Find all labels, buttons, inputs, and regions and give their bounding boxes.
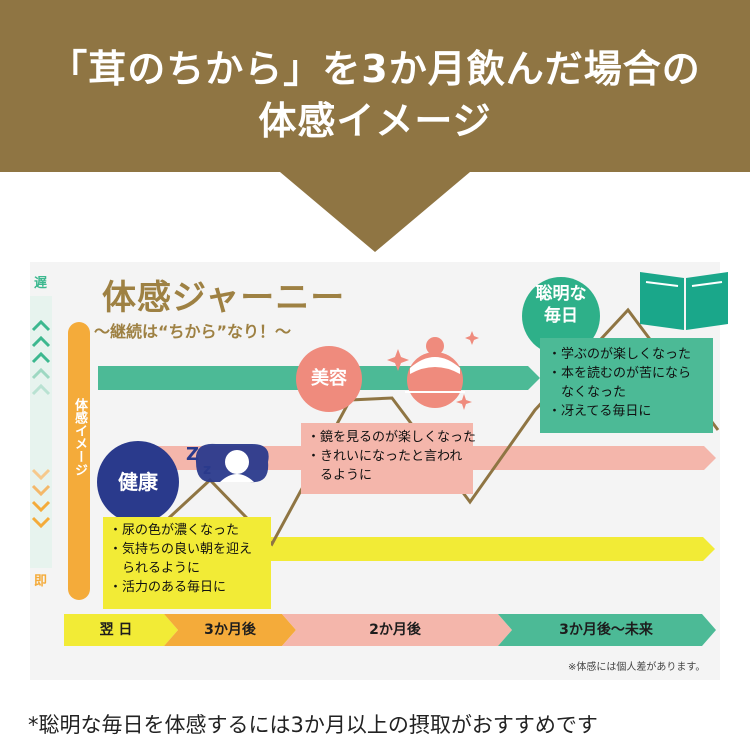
list-item: ・気持ちの良い朝を迎え (109, 542, 253, 557)
page-title-line2: 体感イメージ (258, 99, 492, 143)
list-item: ・学ぶのが楽しくなった (548, 347, 692, 362)
list-item: ・きれいになったと言われ (307, 449, 463, 464)
disclaimer-note: ※体感には個人差があります。 (568, 662, 706, 673)
stage-health-box: ・尿の色が濃くなった ・気持ちの良い朝を迎え られるように ・活力のある毎日に (103, 517, 271, 609)
timeline-label-future: 3か月後〜未来 (559, 622, 653, 638)
header-banner: 「茸のちから」を3か月飲んだ場合の 体感イメージ (0, 0, 750, 252)
stage-clarity-box: ・学ぶのが楽しくなった ・本を読むのが苦になら なくなった ・冴えてる毎日に (540, 338, 713, 433)
band-kenko-arrow (180, 537, 715, 561)
list-item: なくなった (548, 385, 627, 400)
list-item: ・尿の色が濃くなった (109, 523, 240, 538)
list-item: るように (307, 468, 373, 483)
journey-title: 体感ジャーニー (102, 278, 346, 318)
stage-beauty-box: ・鏡を見るのが楽しくなった ・きれいになったと言われ るように (301, 423, 477, 494)
sleep-pillow-icon: Z z (186, 443, 269, 483)
sensation-bar-label: 体感イメージ (72, 398, 87, 476)
list-item: ・本を読むのが苦になら (548, 366, 692, 381)
stage-clarity-label-2: 毎日 (544, 306, 578, 326)
timeline-seg-4 (498, 614, 716, 646)
footer-recommendation: *聡明な毎日を体感するには3か月以上の摂取がおすすめです (28, 713, 598, 737)
timeline-label-3-months: 3か月後 (204, 622, 256, 638)
face-mask-icon (387, 331, 479, 410)
list-item: ・鏡を見るのが楽しくなった (307, 430, 477, 445)
timeline (64, 614, 716, 646)
stage-health-badge: 健康 (97, 441, 179, 523)
open-book-icon (640, 272, 728, 330)
axis-bottom-label: 即 (34, 574, 48, 589)
stage-clarity-label-1: 聡明な (535, 284, 587, 304)
side-chevron-scale (30, 296, 52, 568)
timeline-label-next-day: 翌 日 (99, 622, 133, 638)
timeline-seg-2 (164, 614, 296, 646)
list-item: られるように (109, 561, 201, 576)
timeline-seg-3 (282, 614, 512, 646)
page-title-line1: 「茸のちから」を3か月飲んだ場合の (49, 47, 701, 91)
stage-beauty-badge: 美容 (296, 346, 362, 412)
journey-subtitle: 〜継続は“ちから”なり！〜 (94, 322, 292, 341)
axis-top-label: 遅 (34, 276, 48, 291)
list-item: ・活力のある毎日に (109, 580, 227, 595)
list-item: ・冴えてる毎日に (548, 404, 652, 419)
sensation-bar (68, 322, 90, 600)
header-background (0, 0, 750, 252)
timeline-label-2-months: 2か月後 (369, 622, 421, 638)
svg-text:z: z (203, 462, 211, 478)
svg-text:Z: Z (186, 444, 199, 465)
timeline-seg-1 (64, 614, 178, 646)
